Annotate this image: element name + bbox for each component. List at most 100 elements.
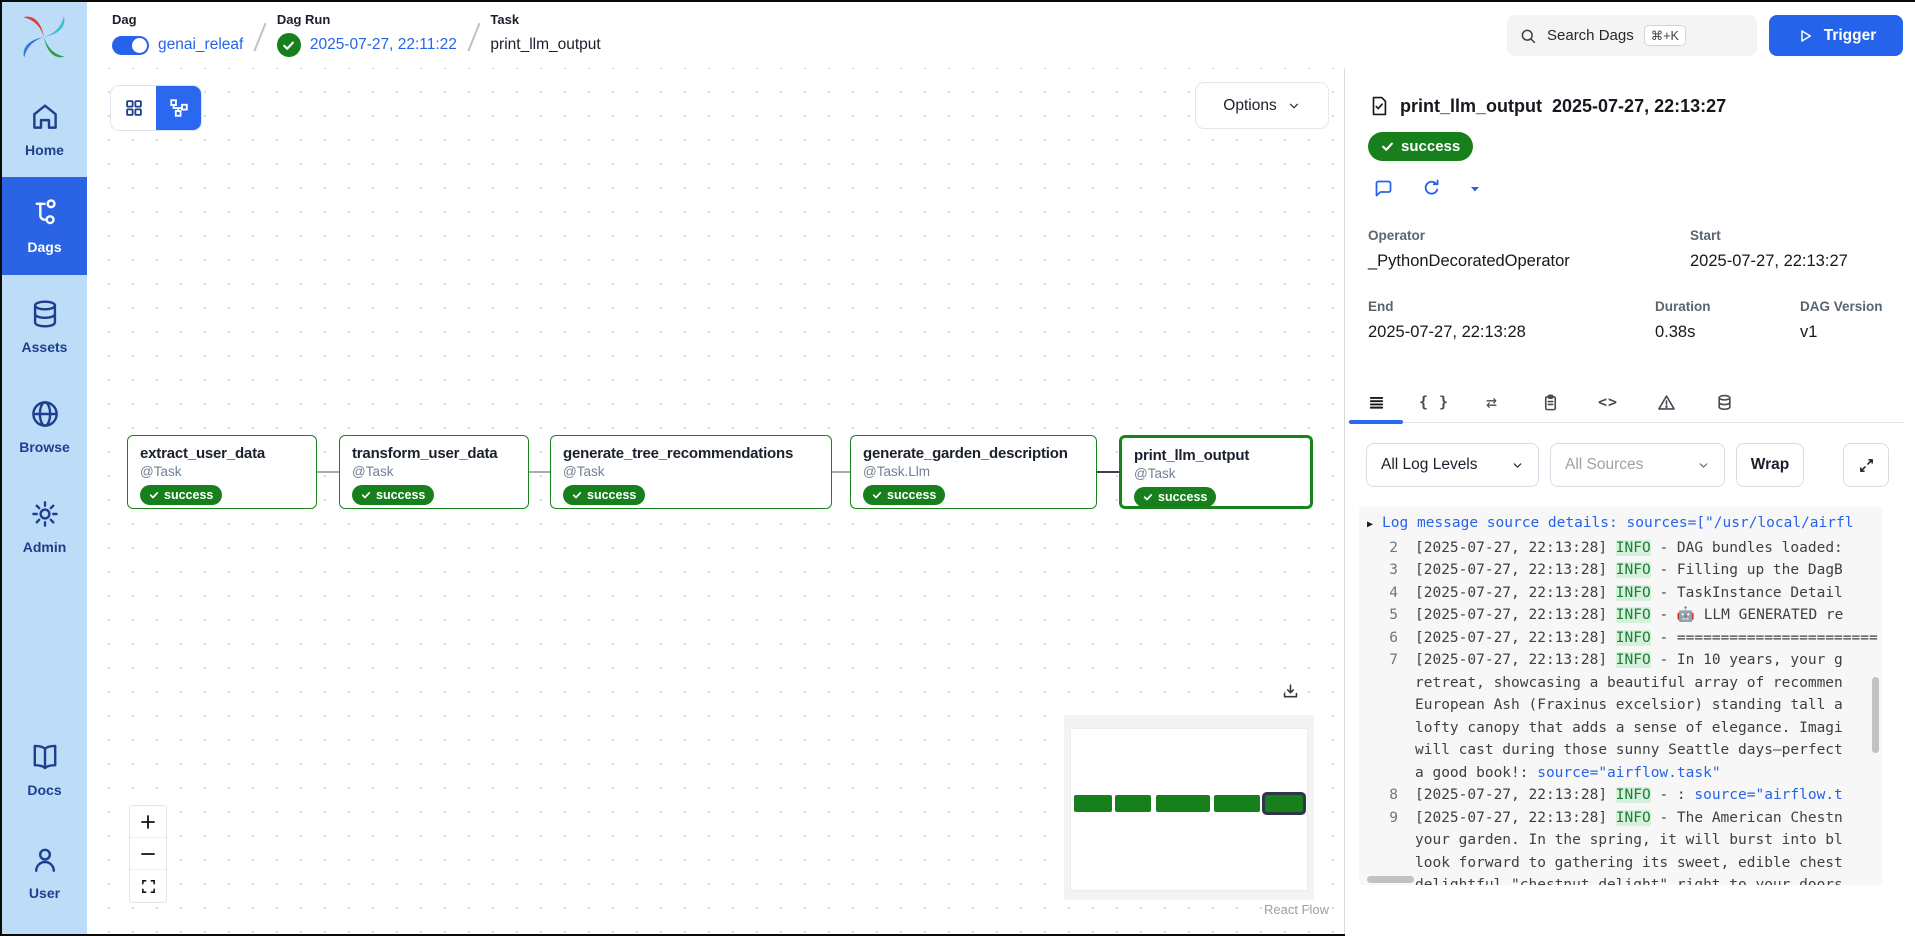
minimap-node xyxy=(1115,795,1151,812)
sidebar-item-dags[interactable]: Dags xyxy=(2,177,87,275)
tab-code[interactable]: <> xyxy=(1579,382,1637,422)
download-graph-button[interactable] xyxy=(1279,680,1302,706)
sidebar-item-browse[interactable]: Browse xyxy=(2,387,87,465)
admin-icon xyxy=(31,501,58,527)
sidebar-item-docs[interactable]: Docs xyxy=(2,730,87,808)
minimap-node xyxy=(1214,795,1260,812)
task-state-badge: success xyxy=(1368,132,1474,161)
task-node-title: transform_user_data xyxy=(352,445,498,462)
task-meta-row: End 2025-07-27, 22:13:28 Duration 0.38s … xyxy=(1368,299,1905,342)
note-icon xyxy=(1375,180,1392,197)
docs-icon xyxy=(33,744,56,770)
more-actions-button[interactable] xyxy=(1469,183,1481,198)
task-node-transform_user_data[interactable]: transform_user_data @Task success xyxy=(339,435,529,509)
log-line-number: 3 xyxy=(1389,562,1398,578)
tab-events[interactable] xyxy=(1637,382,1695,422)
log-line-number: 9 xyxy=(1389,809,1398,826)
log-viewer[interactable]: ▶ Log message source details: sources=["… xyxy=(1359,507,1882,885)
minimap-node xyxy=(1265,795,1303,812)
meta-operator: Operator _PythonDecoratedOperator xyxy=(1368,228,1570,270)
check-icon xyxy=(572,492,582,499)
log-vertical-scrollbar[interactable] xyxy=(1872,677,1879,753)
log-controls: All Log Levels All Sources Wrap xyxy=(1366,443,1889,487)
breadcrumb-dag: Dag genai_releaf xyxy=(112,12,243,57)
clear-task-button[interactable] xyxy=(1421,178,1442,202)
meta-dag-version: DAG Version v1 xyxy=(1800,299,1883,341)
meta-start: Start 2025-07-27, 22:13:27 xyxy=(1690,228,1848,270)
fullscreen-log-button[interactable] xyxy=(1843,443,1889,487)
log-line: 7[2025-07-27, 22:13:28] INFO - In 10 yea… xyxy=(1367,649,1874,672)
tab-logs[interactable] xyxy=(1347,382,1405,424)
trigger-button[interactable]: Trigger xyxy=(1769,15,1903,56)
search-dags-input[interactable]: Search Dags ⌘+K xyxy=(1507,15,1757,56)
tab-rendered-templates[interactable]: { } xyxy=(1405,382,1463,422)
fit-view-button[interactable] xyxy=(130,870,166,902)
graph-view-button[interactable] xyxy=(156,86,201,130)
task-name: print_llm_output xyxy=(490,36,601,53)
grid-view-button[interactable] xyxy=(111,86,156,130)
minimap-viewport xyxy=(1071,729,1307,890)
grid-icon xyxy=(125,100,142,116)
task-node-type: @Task xyxy=(352,464,394,479)
sidebar-item-admin[interactable]: Admin xyxy=(2,487,87,565)
react-flow-attribution[interactable]: React Flow xyxy=(1263,902,1329,917)
log-line-number xyxy=(1367,762,1398,785)
log-line: will cast during those sunny Seattle day… xyxy=(1367,739,1874,762)
search-icon xyxy=(1521,29,1536,43)
log-line[interactable]: ▶ Log message source details: sources=["… xyxy=(1367,515,1854,531)
log-source-filter[interactable]: All Sources xyxy=(1550,443,1725,487)
graph-minimap[interactable] xyxy=(1064,715,1314,900)
panel-divider[interactable] xyxy=(1344,68,1345,934)
log-line: lofty canopy that adds a sense of elegan… xyxy=(1367,717,1874,740)
task-node-title: print_llm_output xyxy=(1134,447,1250,464)
log-level-filter[interactable]: All Log Levels xyxy=(1366,443,1539,487)
task-state-label: success xyxy=(1401,138,1461,155)
log-line-number xyxy=(1367,852,1398,875)
add-note-button[interactable] xyxy=(1373,178,1394,202)
breadcrumb-dagrun: Dag Run 2025-07-27, 22:11:22 xyxy=(276,12,457,57)
check-icon xyxy=(361,492,371,499)
tab-asset-events[interactable] xyxy=(1695,382,1753,422)
search-placeholder: Search Dags xyxy=(1547,27,1634,44)
log-line: 4[2025-07-27, 22:13:28] INFO - TaskInsta… xyxy=(1367,582,1874,605)
view-toggle xyxy=(110,85,202,131)
wrap-button[interactable]: Wrap xyxy=(1736,443,1804,487)
log-line-number: 2 xyxy=(1389,539,1398,556)
zoom-out-button[interactable] xyxy=(130,838,166,870)
sidebar-item-home[interactable]: Home xyxy=(2,90,87,168)
log-horizontal-scrollbar[interactable] xyxy=(1367,876,1414,883)
log-line-number: 4 xyxy=(1389,584,1398,601)
dag-pause-toggle[interactable] xyxy=(112,35,149,55)
graph-icon xyxy=(169,99,188,117)
meta-end: End 2025-07-27, 22:13:28 xyxy=(1368,299,1526,341)
log-line: retreat, showcasing a beautiful array of… xyxy=(1367,672,1874,695)
graph-options-button[interactable]: Options xyxy=(1195,82,1329,129)
warning-icon xyxy=(1657,394,1675,410)
log-line: 3[2025-07-27, 22:13:28] INFO - Filling u… xyxy=(1367,559,1874,582)
task-node-state-badge: success xyxy=(352,485,435,505)
dagrun-link[interactable]: 2025-07-27, 22:11:22 xyxy=(309,36,457,53)
xcom-icon: ⇄ xyxy=(1486,391,1498,413)
fit-view-icon xyxy=(141,879,155,893)
sidebar-item-user[interactable]: User xyxy=(2,833,87,911)
breadcrumb-task: Task print_llm_output xyxy=(490,12,600,57)
dagrun-success-icon xyxy=(276,33,301,57)
dag-link[interactable]: genai_releaf xyxy=(158,36,244,53)
sidebar-item-assets[interactable]: Assets xyxy=(2,287,87,365)
dag-label: Dag xyxy=(112,12,137,27)
tab-xcom[interactable]: ⇄ xyxy=(1463,382,1521,422)
graph-edge xyxy=(832,471,850,473)
collapse-caret-icon: ▶ xyxy=(1367,519,1380,530)
search-shortcut: ⌘+K xyxy=(1643,25,1686,46)
airflow-logo-icon[interactable] xyxy=(17,10,71,64)
tab-details[interactable] xyxy=(1521,382,1579,422)
minus-icon xyxy=(141,852,155,855)
graph-edge xyxy=(529,471,550,473)
zoom-in-button[interactable] xyxy=(130,806,166,838)
